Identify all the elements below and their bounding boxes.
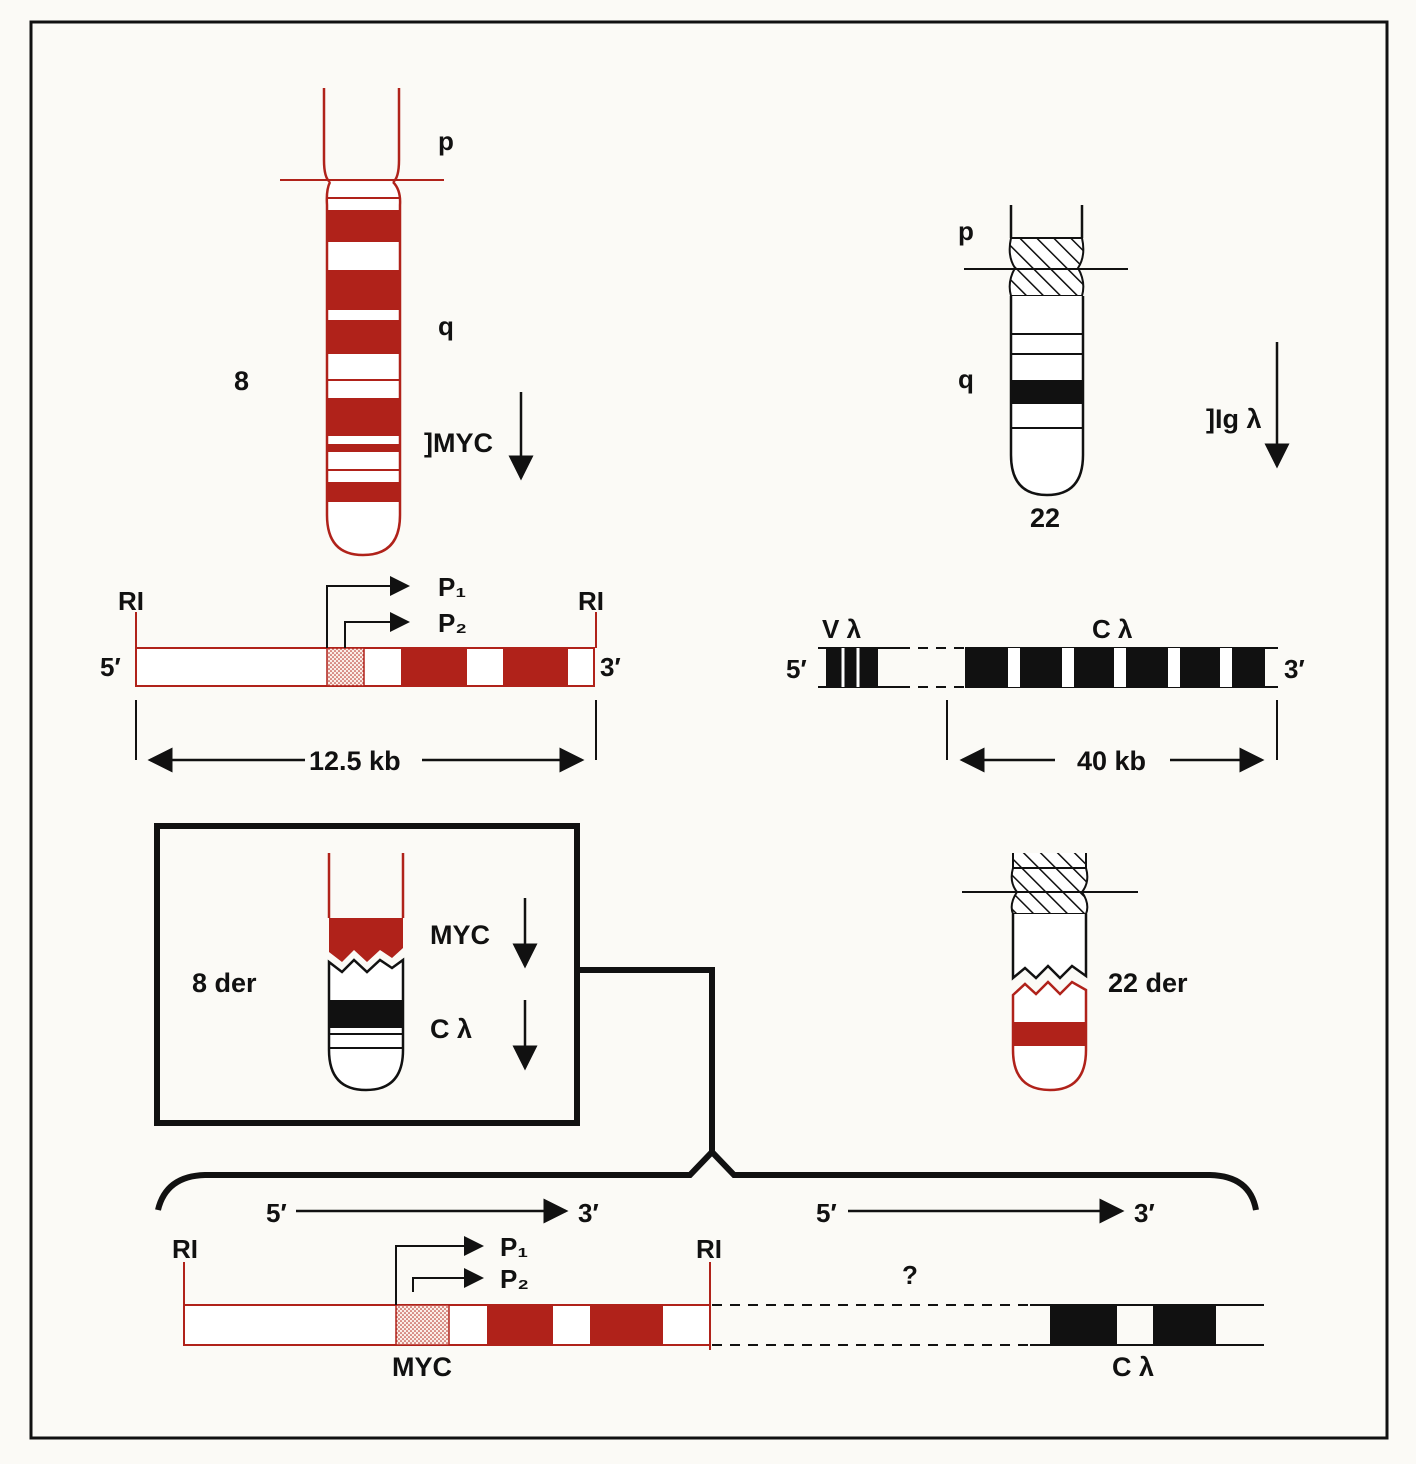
chr8-q-label: q <box>438 311 454 341</box>
bottom-c-lambda-seg2 <box>1153 1305 1216 1345</box>
unknown-distance-label: ? <box>902 1260 918 1290</box>
bottom-right-five-prime: 5′ <box>816 1198 837 1228</box>
bottom-left-three-prime: 3′ <box>578 1198 599 1228</box>
chr22-p-arm <box>1009 205 1084 238</box>
myc-exon1 <box>326 647 365 687</box>
bottom-myc-exon3 <box>590 1305 663 1345</box>
myc-scale-label: 12.5 kb <box>309 746 401 776</box>
bottom-p2-label: P₂ <box>500 1264 529 1294</box>
bottom-right-ri: RI <box>696 1234 722 1264</box>
p2-promoter-arrow <box>344 612 410 648</box>
bottom-myc-label: MYC <box>392 1352 452 1382</box>
p1-promoter-arrow <box>326 576 410 648</box>
bottom-myc-exon2 <box>487 1305 553 1345</box>
der22-chromosome <box>962 853 1138 1092</box>
lambda-five-prime: 5′ <box>786 654 807 684</box>
figure-border <box>29 20 1389 1440</box>
v-lambda-segments <box>826 648 878 687</box>
zoom-connector <box>577 967 715 1155</box>
myc-exon2 <box>401 648 467 686</box>
lambda-scale-label: 40 kb <box>1077 746 1146 776</box>
chr22-satellite <box>1008 237 1085 297</box>
c-lambda-label: C λ <box>1092 614 1133 644</box>
myc-five-prime: 5′ <box>100 652 121 682</box>
myc-p1-label: P₁ <box>438 572 466 602</box>
der8-myc-label: MYC <box>430 920 490 950</box>
bottom-right-three-prime: 3′ <box>1134 1198 1155 1228</box>
bottom-left-five-prime: 5′ <box>266 1198 287 1228</box>
bottom-c-lambda-seg1 <box>1050 1305 1117 1345</box>
chr22-iglambda-label: ]Ig λ <box>1206 404 1262 434</box>
der8-c-label: C λ <box>430 1014 472 1044</box>
chr22-number: 22 <box>1030 503 1060 533</box>
chromosome-22 <box>964 205 1128 497</box>
myc-gene-map <box>135 576 597 773</box>
bottom-myc-exon1 <box>395 1304 450 1346</box>
lambda-three-prime: 3′ <box>1284 654 1305 684</box>
chr8-myc-label: ]MYC <box>424 428 493 458</box>
myc-three-prime: 3′ <box>600 652 621 682</box>
bottom-left-ri: RI <box>172 1234 198 1264</box>
der8-chromosome <box>327 853 405 1092</box>
rearranged-gene-map <box>183 1236 1264 1350</box>
chr8-p-label: p <box>438 126 454 156</box>
chr8-number: 8 <box>234 366 249 396</box>
chr22-p-label: p <box>958 216 974 246</box>
chr8-p-arm <box>322 88 401 184</box>
chromosome-8 <box>280 88 444 557</box>
chr8-bands <box>327 210 400 502</box>
myc-left-ri: RI <box>118 586 144 616</box>
lambda-gene-map <box>818 647 1278 773</box>
bottom-c-lambda-label: C λ <box>1112 1352 1154 1382</box>
chr22-q-label: q <box>958 364 974 394</box>
bottom-p1-arrow <box>395 1236 484 1305</box>
bottom-p1-label: P₁ <box>500 1232 528 1262</box>
myc-p2-label: P₂ <box>438 608 467 638</box>
der22-label: 22 der <box>1108 968 1188 998</box>
bracket <box>155 1147 1259 1211</box>
v-lambda-label: V λ <box>822 614 862 644</box>
der8-box <box>154 823 580 1126</box>
der8-label: 8 der <box>192 968 257 998</box>
myc-exon3 <box>503 648 568 686</box>
myc-right-ri: RI <box>578 586 604 616</box>
bottom-p2-arrow <box>412 1268 484 1292</box>
